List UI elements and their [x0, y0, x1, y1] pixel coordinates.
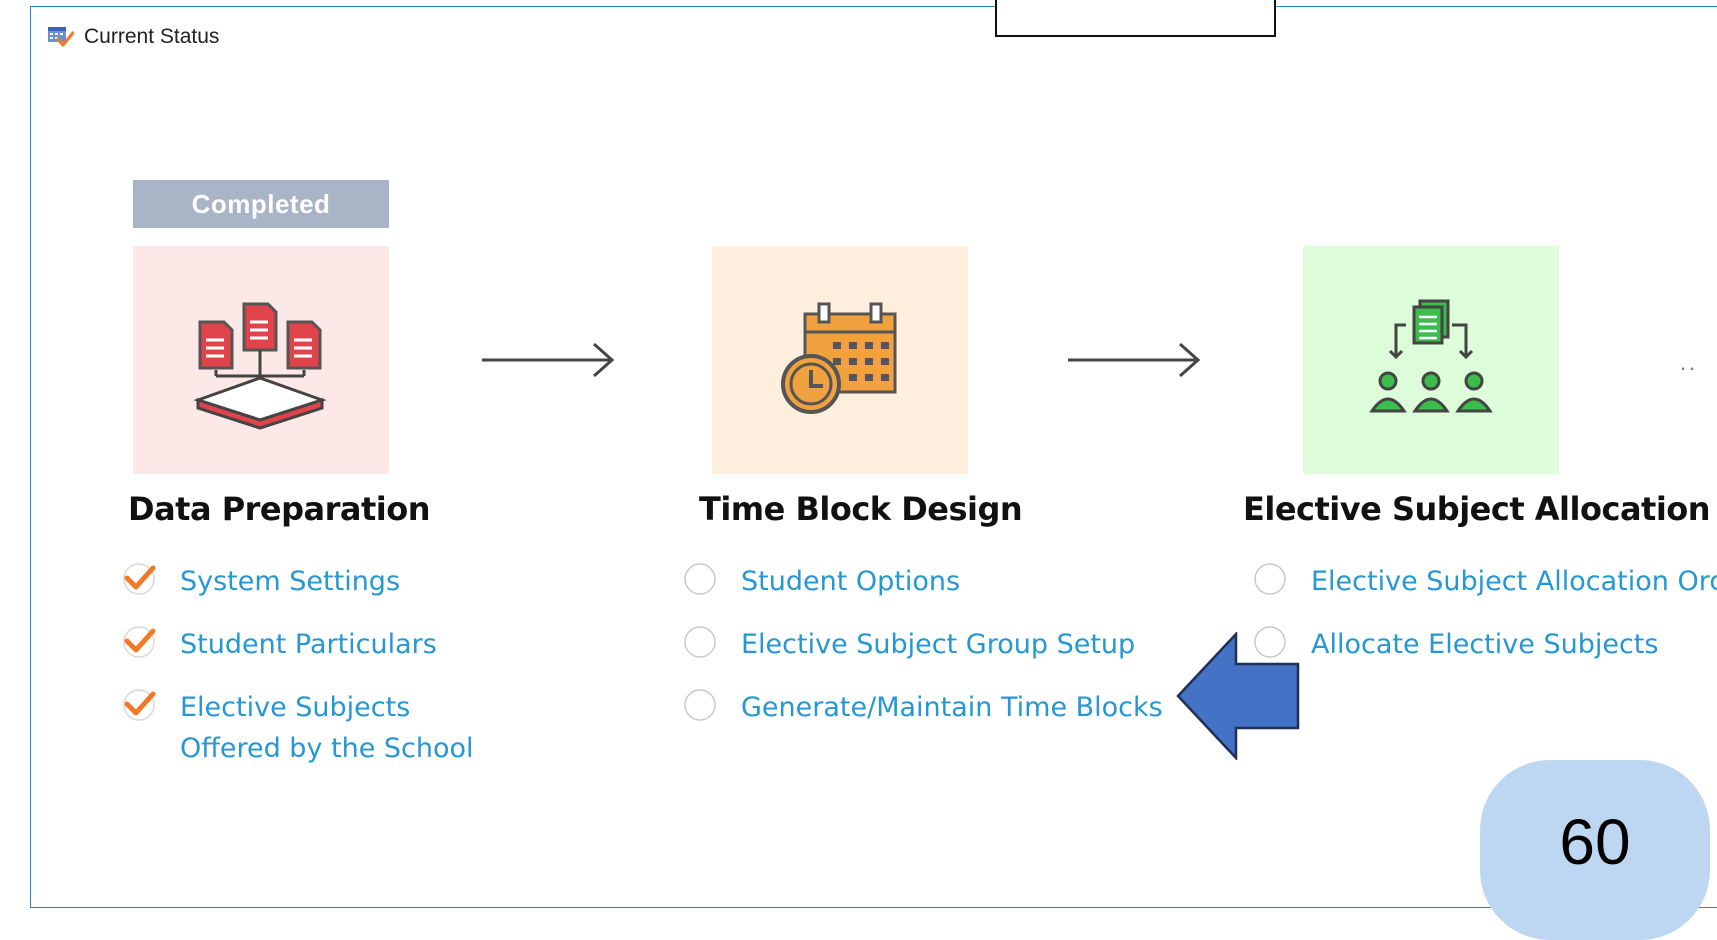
page-number-badge: 60: [1480, 760, 1710, 940]
step-title: Data Preparation: [128, 490, 431, 528]
flow-arrow-icon: [1068, 342, 1201, 378]
task-item: System Settings: [122, 561, 480, 602]
task-item: Allocate Elective Subjects: [1253, 624, 1717, 665]
checkmark-icon: [123, 689, 156, 721]
task-list-time-block-design: Student Options Elective Subject Group S…: [683, 561, 1163, 750]
checkmark-icon: [123, 563, 156, 595]
pending-circle-icon: [1254, 626, 1286, 658]
status-badge: Completed: [133, 180, 389, 228]
window-titlebar: Current Status: [46, 24, 219, 50]
step-tile-data-preparation[interactable]: [133, 246, 389, 474]
task-link-elective-subject-group-setup[interactable]: Elective Subject Group Setup: [741, 629, 1136, 660]
calendar-check-icon: [48, 27, 74, 47]
task-link-generate-maintain-time-blocks[interactable]: Generate/Maintain Time Blocks: [741, 692, 1163, 723]
pending-circle-icon: [1254, 563, 1286, 595]
task-item: Student Options: [683, 561, 1163, 602]
pointer-arrow-icon: [1176, 632, 1300, 760]
step-tile-elective-subject-allocation[interactable]: [1303, 246, 1559, 474]
task-item: Elective Subject Group Setup: [683, 624, 1163, 665]
callout-box: [995, 0, 1276, 37]
pending-circle-icon: [684, 689, 716, 721]
pending-circle-icon: [684, 563, 716, 595]
flow-arrow-icon: [482, 342, 615, 378]
task-item: Elective Subjects Offered by the School: [122, 687, 480, 769]
task-list-data-preparation: System Settings Student Particulars Elec…: [122, 561, 480, 791]
step-title: Elective Subject Allocation: [1243, 490, 1711, 528]
task-item: Student Particulars: [122, 624, 480, 665]
group-allocation-icon: [1369, 299, 1493, 413]
task-link-elective-subject-allocation-order[interactable]: Elective Subject Allocation Ord: [1311, 566, 1717, 597]
step-tile-time-block-design[interactable]: [712, 246, 968, 474]
task-link-student-particulars[interactable]: Student Particulars: [180, 629, 437, 660]
page-number: 60: [1559, 806, 1631, 878]
documents-upload-icon: [193, 302, 327, 430]
window-title: Current Status: [84, 25, 220, 48]
checkmark-icon: [123, 626, 156, 658]
task-item: Generate/Maintain Time Blocks: [683, 687, 1163, 728]
task-link-elective-subjects-offered[interactable]: Elective Subjects Offered by the School: [180, 692, 474, 764]
task-list-elective-subject-allocation: Elective Subject Allocation Ord Allocate…: [1253, 561, 1717, 687]
step-title: Time Block Design: [699, 490, 1023, 528]
task-link-system-settings[interactable]: System Settings: [180, 566, 401, 597]
task-item: Elective Subject Allocation Ord: [1253, 561, 1717, 602]
task-link-student-options[interactable]: Student Options: [741, 566, 961, 597]
more-steps-indicator: ..: [1680, 350, 1699, 375]
task-link-allocate-elective-subjects[interactable]: Allocate Elective Subjects: [1311, 629, 1659, 660]
pending-circle-icon: [684, 626, 716, 658]
calendar-clock-icon: [781, 302, 897, 414]
